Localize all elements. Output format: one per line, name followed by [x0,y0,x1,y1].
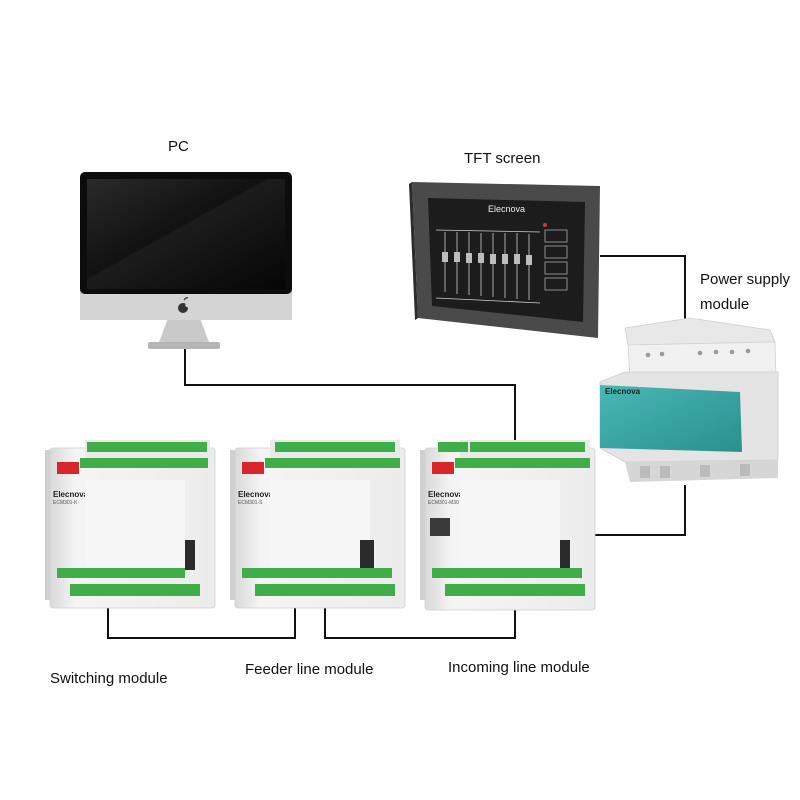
label-feeder-line-module: Feeder line module [245,661,373,678]
module-brand-text: Elecnova [238,490,274,499]
apple-logo-icon [178,297,190,313]
module-brand-text: Elecnova [428,490,464,499]
module-front-panel [85,480,185,568]
feeder-line-module-device: Elecnova ECM301-S [230,440,406,609]
tft-display-blocks [442,252,532,265]
module-top-connectors [80,442,208,468]
tft-frame-edge [409,182,418,320]
power-supply-device: Elecnova [599,317,779,482]
module-bottom-connectors [57,568,200,596]
module-brand-text: Elecnova [53,490,89,499]
pc-screen [87,179,285,289]
pc-monitor [80,172,292,349]
dip-switch [242,462,264,474]
module-model-text: ECM301-S [238,500,263,506]
wire-pc-to-incoming-module [184,345,516,448]
ethernet-port [430,518,450,536]
module-bottom-connectors [242,568,395,596]
label-tft-screen: TFT screen [464,150,540,167]
wire-power-supply-to-incoming-module [590,485,686,536]
dip-switch [432,462,454,474]
pc-stand [158,318,210,345]
label-pc: PC [168,138,189,155]
label-power-supply-line2: module [700,296,749,313]
tft-side-panel [544,229,568,291]
switching-module-device: Elecnova ECM301-K [45,440,216,609]
wiring [107,255,686,639]
tft-indicator [543,223,547,227]
psu-front-panel [600,385,742,452]
label-incoming-line-module: Incoming line module [448,659,590,676]
psu-top [624,317,776,346]
module-bottom-connectors [432,568,585,596]
module-front-panel [270,480,370,568]
module-top-connectors [438,442,590,468]
psu-terminals [645,348,751,358]
psu-brand-text: Elecnova [605,387,641,396]
label-power-supply-line1: Power supply [700,271,791,288]
pc-stand-base [148,342,220,349]
module-front-panel [460,480,560,568]
label-switching-module: Switching module [50,670,168,687]
module-port [560,540,570,570]
module-port [360,540,374,570]
module-port [185,540,195,570]
wire-feeder-to-incoming [324,598,516,639]
tft-brand-text: Elecnova [488,204,525,214]
module-model-text: ECM301-M30 [428,500,459,506]
incoming-line-module-device: Elecnova ECM301-M30 [420,440,596,611]
module-model-text: ECM301-K [53,500,78,506]
psu-vents [640,464,750,478]
wire-switching-to-feeder [107,598,296,639]
tft-screen-device: Elecnova [409,182,600,338]
dip-switch [57,462,79,474]
module-top-connectors [265,442,400,468]
wire-tft-to-power-supply [600,255,686,322]
